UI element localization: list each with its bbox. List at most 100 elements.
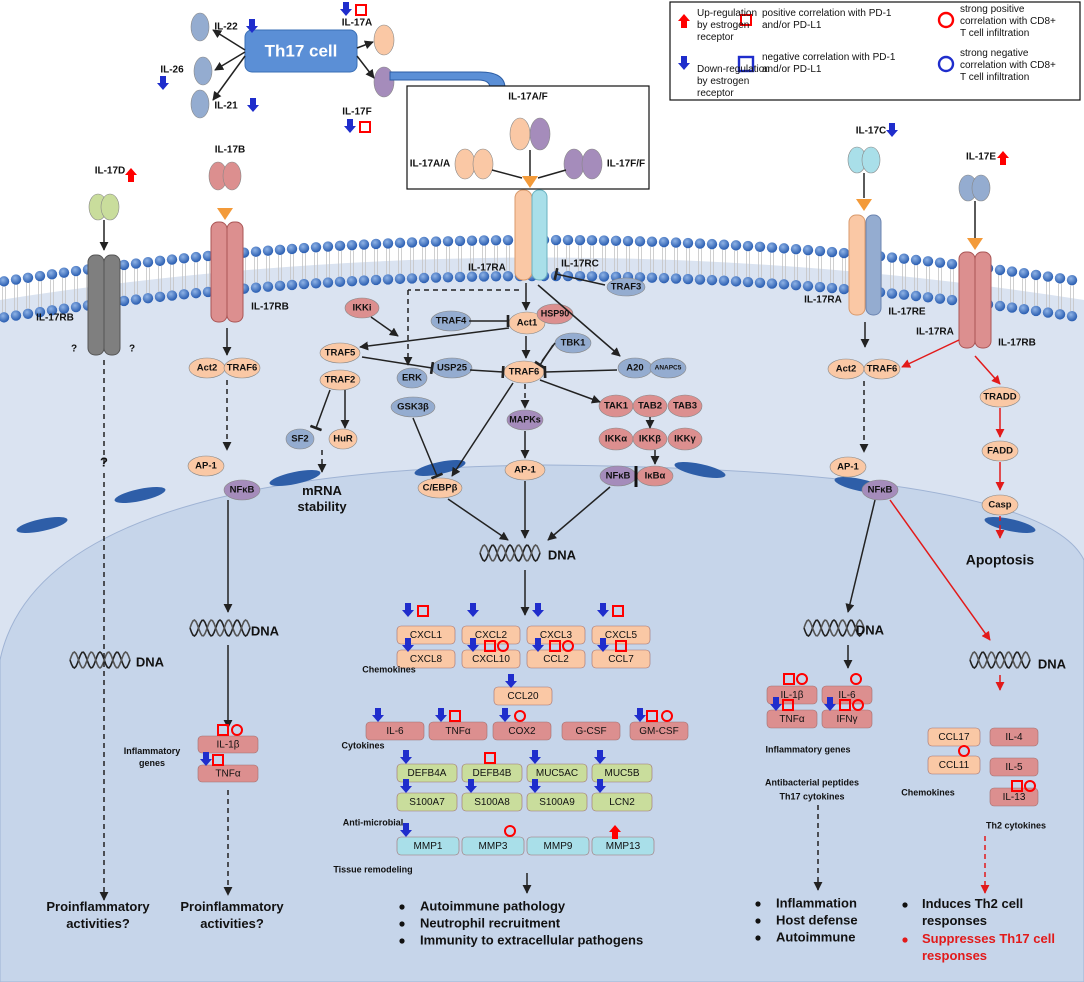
membrane-bead <box>1030 269 1042 281</box>
membrane-bead <box>826 246 838 258</box>
membrane-bead <box>442 272 454 283</box>
a20-node-label: A20 <box>626 363 643 374</box>
membrane-bead <box>118 295 130 307</box>
membrane-bead <box>322 241 334 252</box>
ch-mark-ci-9 <box>497 640 509 652</box>
chemokine-cxcl5 <box>591 625 651 645</box>
membrane-bead <box>718 275 730 286</box>
il17a-ellipse <box>373 24 395 56</box>
membrane-bead <box>550 234 562 246</box>
membrane-bead <box>790 280 802 291</box>
ch-mark-sq-5 <box>612 605 624 617</box>
il17re-r1 <box>865 214 882 316</box>
r2-outcome2-line: responses <box>922 948 987 963</box>
traf6-tak1-arrow <box>539 379 601 404</box>
anapc5-node-label: ANAPC5 <box>655 365 682 372</box>
il17rb-receptor-2 <box>226 221 244 323</box>
membrane-bead <box>646 236 658 247</box>
antimicrobial-lcn2 <box>591 792 653 812</box>
anapc5-node <box>649 357 687 379</box>
legend-square-pos-icon <box>740 14 752 26</box>
antimicrobial-s100a7-label: S100A7 <box>409 797 445 808</box>
membrane-bead <box>178 253 190 264</box>
il17aa-1 <box>454 148 476 180</box>
ch-mark-down-4 <box>597 603 609 617</box>
hsp90-node-label: HSP90 <box>541 308 570 318</box>
cytokine-gmcsf-label: GM-CSF <box>639 726 678 737</box>
membrane-bead <box>322 277 334 288</box>
lcn2-down <box>594 779 606 793</box>
membrane-bead <box>154 291 166 303</box>
tradd-node-label: TRADD <box>983 392 1016 403</box>
traf2-node <box>319 369 361 391</box>
r1-ifng-sq <box>839 699 851 711</box>
membrane-bead <box>166 254 178 265</box>
antimicrobial-s100a8 <box>461 792 523 812</box>
membrane-bead <box>742 276 754 288</box>
sf2-node <box>285 428 315 450</box>
il17ra-r1 <box>848 214 866 316</box>
membrane-bead <box>598 235 610 246</box>
membrane-bead <box>190 251 202 263</box>
ikka-node-label: IKKα <box>605 434 627 445</box>
membrane-bead <box>130 258 142 269</box>
membrane-bead <box>466 271 478 282</box>
cox2-down <box>499 708 511 722</box>
il17rb-receptor-1 <box>210 221 228 323</box>
membrane-bead <box>1006 266 1018 277</box>
ikki-traf5-arrow <box>370 316 399 337</box>
membrane-bead <box>922 256 934 267</box>
arrow <box>974 355 1001 385</box>
il22-ellipse <box>190 12 210 42</box>
membrane-bead <box>46 305 58 316</box>
traf3-node-label: TRAF3 <box>611 282 642 293</box>
nfkb-r1-node-label: NFκB <box>868 485 893 496</box>
mrna-stability-label-line: mRNA <box>302 483 342 498</box>
dna-b-label: DNA <box>251 623 280 638</box>
membrane-bead <box>34 306 46 318</box>
cytokine-il6-label: IL-6 <box>386 726 404 737</box>
fadd-node-label: FADD <box>987 446 1013 457</box>
nfkb-r1-node <box>861 479 899 501</box>
il17ff-2 <box>581 148 603 180</box>
membrane-bead <box>598 271 610 282</box>
antimicrobial-s100a9 <box>526 792 588 812</box>
bullet-dot-red <box>902 937 908 943</box>
down-arrow-icon <box>340 2 352 16</box>
membrane-bead <box>154 255 166 267</box>
ccl11-label: CCL11 <box>939 760 970 771</box>
r1-th17-label: Th17 cytokines <box>779 791 844 801</box>
tissue-mmp9 <box>526 836 590 856</box>
chemokine-ccl20-label: CCL20 <box>507 691 539 702</box>
membrane-bead <box>1054 273 1066 284</box>
dna-left-icon <box>69 650 131 670</box>
traf2-sf2-tee <box>309 389 331 432</box>
membrane-bead <box>418 272 430 284</box>
il13-sq <box>1011 780 1023 792</box>
traf6-r1-node-label: TRAF6 <box>867 364 898 375</box>
cebpb-node-label: C/EBPβ <box>423 483 458 494</box>
il17b-2 <box>222 161 242 191</box>
membrane-bead <box>22 272 34 283</box>
membrane-bead <box>262 281 274 292</box>
il4-label: IL-4 <box>1005 732 1023 743</box>
il17e-triangle-icon <box>967 238 983 250</box>
tbk1-traf6-tee <box>534 344 554 370</box>
il17rc-receptor <box>531 189 548 281</box>
legend-spos-text-line: strong positive <box>960 4 1025 15</box>
membrane-bead <box>286 279 298 291</box>
legend-sneg-text-line: strong negative <box>960 48 1029 59</box>
membrane-bead <box>994 264 1006 276</box>
r2-chemokines-label: Chemokines <box>901 787 955 797</box>
membrane-bead <box>1066 310 1078 322</box>
gsk3b-cebpb-tee <box>412 417 444 480</box>
tab2-node-label: TAB2 <box>638 401 662 412</box>
ch-mark-down-10 <box>532 638 544 652</box>
chemokine-cxcl1 <box>396 625 456 645</box>
cytokines-center-label: Cytokines <box>341 740 384 750</box>
cebpb-dna-arrow <box>447 498 509 541</box>
traf5-node-label: TRAF5 <box>325 348 356 359</box>
il17d-result-line1-line: Proinflammatory <box>46 899 150 914</box>
legend-down-text-line: Down-regulation <box>697 64 770 75</box>
